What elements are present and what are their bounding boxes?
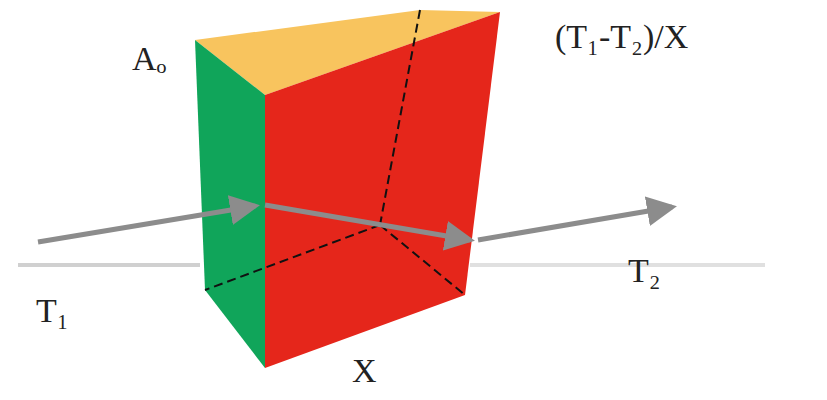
axis-line — [18, 263, 200, 267]
thickness-label: X — [352, 352, 377, 389]
front-face — [265, 12, 500, 368]
hidden-edge — [205, 225, 380, 290]
axis-line — [470, 263, 765, 267]
area-label: Aₒ — [132, 40, 166, 77]
hidden-edge — [380, 10, 420, 225]
heat-flow-arrow — [265, 205, 470, 240]
temperature-label: T₂ — [628, 252, 661, 289]
heat-flow-arrow — [38, 206, 255, 242]
gradient-label: (T₁-T₂)/X — [555, 18, 688, 55]
temperature-label: T₁ — [36, 292, 69, 329]
heat-flow-arrow — [478, 207, 672, 240]
